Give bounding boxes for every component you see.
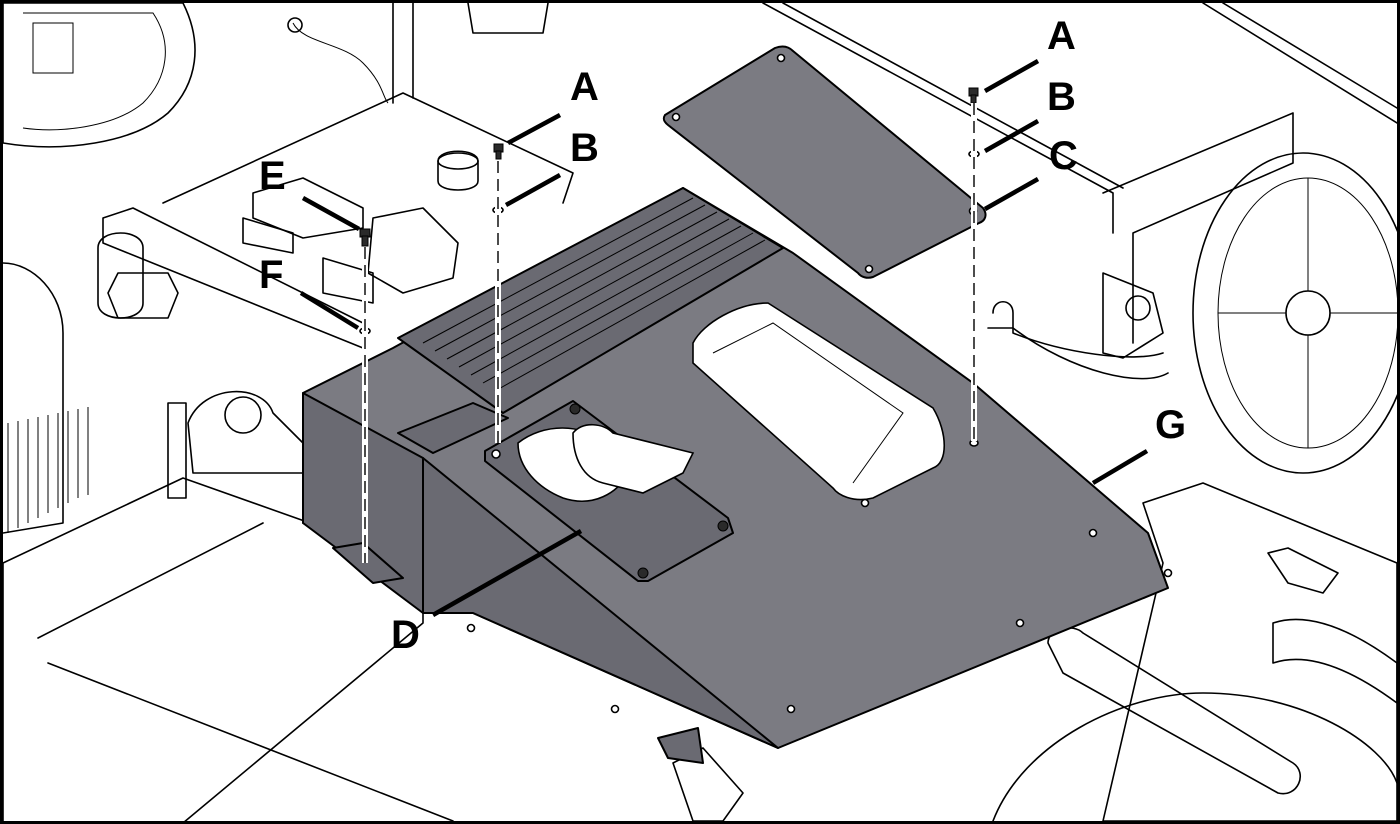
fill-cap xyxy=(437,150,479,191)
leader-e xyxy=(301,196,361,231)
callout-labels: A B A B C E F D G xyxy=(259,14,1186,657)
right-bracket-hole xyxy=(1125,295,1151,321)
access-plate xyxy=(662,45,987,279)
cover-plate-d xyxy=(484,400,734,582)
clamp-2 xyxy=(322,257,374,304)
bolt-a-left-shank xyxy=(495,150,502,160)
plate-d-bolt-1 xyxy=(569,403,581,415)
left-motor xyxy=(3,262,64,534)
bottom-flange xyxy=(657,727,704,764)
plate-d-bolt-2 xyxy=(717,520,729,532)
callout-b-right: B xyxy=(1047,75,1076,119)
shroud-front-edge xyxy=(777,587,1169,749)
leader-d xyxy=(431,529,583,617)
leader-a-left xyxy=(506,113,562,145)
right-lower-deck xyxy=(1102,482,1397,821)
lower-right-drum xyxy=(992,692,1397,821)
wheel-spokes xyxy=(1218,178,1397,448)
top-left-drum xyxy=(3,3,196,148)
vent-louvers xyxy=(422,197,766,392)
latch-assembly xyxy=(1267,547,1339,594)
top-housing xyxy=(162,92,574,204)
right-wheel-hub xyxy=(1285,290,1331,336)
leader-c xyxy=(983,177,1040,211)
leader-b-right xyxy=(983,119,1040,153)
diagram-canvas: A B A B C E F D G xyxy=(3,3,1397,821)
drum-window xyxy=(32,22,74,74)
valve-block-2 xyxy=(367,207,459,294)
top-left-drum-rim xyxy=(22,12,166,131)
leader-f xyxy=(299,291,360,330)
shroud-fasteners xyxy=(466,498,1173,714)
callout-g: G xyxy=(1155,403,1186,447)
callout-e: E xyxy=(259,154,286,198)
side-latch xyxy=(167,402,187,499)
top-frame-rail xyxy=(392,3,549,104)
right-wheel xyxy=(1192,152,1397,474)
callout-b-left: B xyxy=(570,126,599,170)
clamp-1 xyxy=(242,217,294,254)
leader-b-left xyxy=(504,173,562,207)
plate-d-bolt-3 xyxy=(637,567,649,579)
access-plate-hole-1 xyxy=(671,112,681,122)
center-opening-detail xyxy=(712,322,904,484)
access-plate-hole-4 xyxy=(864,264,874,274)
cooling-fins xyxy=(7,407,89,533)
callout-c: C xyxy=(1049,134,1078,178)
top-right-rail xyxy=(762,3,1124,234)
lanyard-cable xyxy=(292,22,389,104)
callout-f: F xyxy=(259,253,283,297)
right-bracket xyxy=(1102,272,1164,359)
outlet-chute xyxy=(572,423,695,494)
fill-cap-top xyxy=(437,152,479,170)
bolt-e-shank xyxy=(361,235,369,247)
upper-right-rail xyxy=(1202,3,1397,124)
left-small-vent xyxy=(397,402,509,454)
lower-right-bar xyxy=(1272,618,1397,704)
callout-d: D xyxy=(391,613,420,657)
lanyard-ring xyxy=(287,17,303,33)
left-fitting xyxy=(97,232,144,319)
right-housing xyxy=(1102,112,1294,344)
hose-lower xyxy=(987,327,1169,380)
callout-a-right: A xyxy=(1047,14,1076,58)
access-plate-hole-2 xyxy=(776,53,786,63)
tow-handle xyxy=(1047,627,1302,795)
leader-a-right xyxy=(983,59,1040,93)
lower-deck-edges xyxy=(37,522,454,821)
leader-g xyxy=(1091,449,1149,485)
alignment-lines xyxy=(362,103,977,563)
main-shroud xyxy=(302,187,1173,764)
mount-hole-left xyxy=(224,396,262,434)
plate-d-hole xyxy=(491,449,501,459)
lower-deck-left xyxy=(3,477,424,821)
bolt-a-right-shank xyxy=(970,94,977,104)
callout-a-left: A xyxy=(570,65,599,109)
vent-grille xyxy=(397,187,784,414)
leader-lines xyxy=(299,59,1149,617)
left-bar xyxy=(102,207,364,349)
shroud-front-face xyxy=(422,457,779,749)
access-plate-body xyxy=(662,45,987,279)
valve-block-1 xyxy=(252,177,364,239)
center-opening xyxy=(692,302,945,501)
hex-fitting xyxy=(107,272,179,319)
